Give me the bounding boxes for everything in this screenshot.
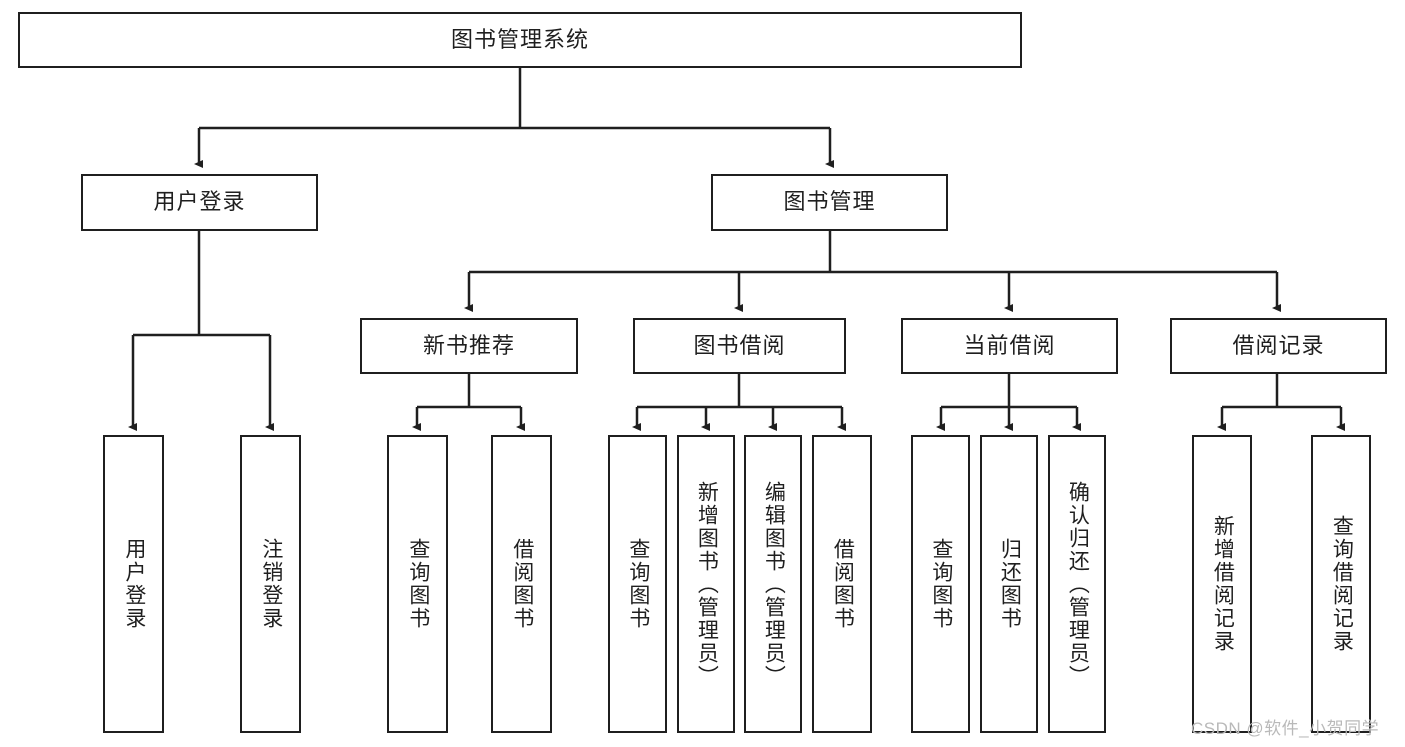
node-leaf-logout-label: 注销登录 — [259, 538, 283, 630]
node-leaf-borrow-book-new-label: 借阅图书 — [510, 538, 534, 630]
node-leaf-query-book-borrow[interactable]: 查询图书 — [608, 435, 667, 733]
node-leaf-query-borrow-record[interactable]: 查询借阅记录 — [1311, 435, 1371, 733]
node-user-login-label: 用户登录 — [153, 189, 246, 215]
node-leaf-query-book-current[interactable]: 查询图书 — [911, 435, 970, 733]
node-leaf-confirm-return-admin[interactable]: 确认归还（管理员） — [1048, 435, 1106, 733]
node-book-borrow[interactable]: 图书借阅 — [633, 318, 846, 374]
node-leaf-return-book-label: 归还图书 — [998, 538, 1022, 630]
node-leaf-user-login-label: 用户登录 — [122, 538, 146, 630]
node-leaf-query-book-borrow-label: 查询图书 — [626, 538, 650, 630]
node-root-label: 图书管理系统 — [450, 26, 589, 52]
node-current-borrow-label: 当前借阅 — [963, 332, 1056, 358]
node-borrow-records[interactable]: 借阅记录 — [1170, 318, 1387, 374]
node-leaf-edit-book-admin[interactable]: 编辑图书（管理员） — [744, 435, 802, 733]
node-leaf-query-book-new-label: 查询图书 — [406, 538, 430, 630]
node-leaf-borrow-book-new[interactable]: 借阅图书 — [491, 435, 552, 733]
node-leaf-borrow-book[interactable]: 借阅图书 — [812, 435, 872, 733]
node-book-management-label: 图书管理 — [783, 189, 876, 215]
node-current-borrow[interactable]: 当前借阅 — [901, 318, 1118, 374]
node-leaf-edit-book-admin-label: 编辑图书（管理员） — [762, 480, 786, 688]
node-leaf-add-book-admin[interactable]: 新增图书（管理员） — [677, 435, 735, 733]
node-leaf-query-book-current-label: 查询图书 — [929, 538, 953, 630]
node-leaf-add-borrow-record[interactable]: 新增借阅记录 — [1192, 435, 1252, 733]
node-leaf-borrow-book-label: 借阅图书 — [831, 538, 855, 630]
node-leaf-confirm-return-admin-label: 确认归还（管理员） — [1066, 480, 1090, 688]
node-new-book-recommend[interactable]: 新书推荐 — [360, 318, 578, 374]
node-leaf-query-book-new[interactable]: 查询图书 — [387, 435, 448, 733]
node-root[interactable]: 图书管理系统 — [18, 12, 1022, 68]
node-book-borrow-label: 图书借阅 — [693, 332, 786, 358]
node-leaf-return-book[interactable]: 归还图书 — [980, 435, 1038, 733]
node-user-login[interactable]: 用户登录 — [81, 174, 318, 231]
node-leaf-logout[interactable]: 注销登录 — [240, 435, 301, 733]
node-leaf-query-borrow-record-label: 查询借阅记录 — [1330, 515, 1354, 653]
csdn-watermark: CSDN @软件_小贺同学 — [1191, 719, 1380, 738]
node-leaf-add-borrow-record-label: 新增借阅记录 — [1211, 515, 1235, 653]
node-new-book-recommend-label: 新书推荐 — [422, 332, 515, 358]
node-book-management[interactable]: 图书管理 — [711, 174, 948, 231]
node-leaf-user-login[interactable]: 用户登录 — [103, 435, 164, 733]
node-leaf-add-book-admin-label: 新增图书（管理员） — [695, 480, 719, 688]
node-borrow-records-label: 借阅记录 — [1232, 332, 1325, 358]
